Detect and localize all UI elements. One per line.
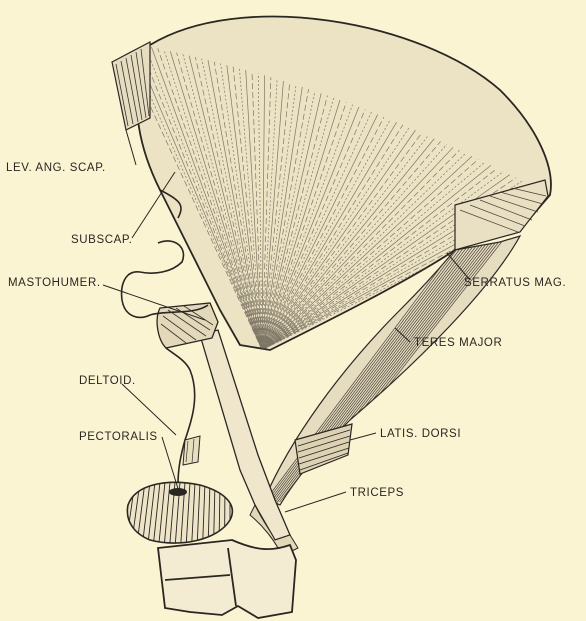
label-lev-ang-scap: LEV. ANG. SCAP. (6, 162, 106, 174)
label-deltoid: DELTOID. (79, 375, 136, 387)
label-teres-major: TERES MAJOR (414, 337, 502, 349)
label-serratus-mag: SERRATUS MAG. (464, 277, 566, 289)
levator-angulae-scapulae-muscle (112, 42, 150, 130)
label-latis-dorsi: LATIS. DORSI (380, 428, 461, 440)
label-mastohumer: MASTOHUMER. (8, 277, 101, 289)
skeletal-blocks (158, 540, 296, 618)
label-pectoralis: PECTORALIS (79, 431, 158, 443)
subscapularis-muscle (120, 17, 560, 350)
pectoralis-muscle (120, 482, 236, 548)
label-subscap: SUBSCAP. (71, 234, 132, 246)
label-triceps: TRICEPS (350, 487, 404, 499)
deltoid-muscle (183, 436, 200, 465)
